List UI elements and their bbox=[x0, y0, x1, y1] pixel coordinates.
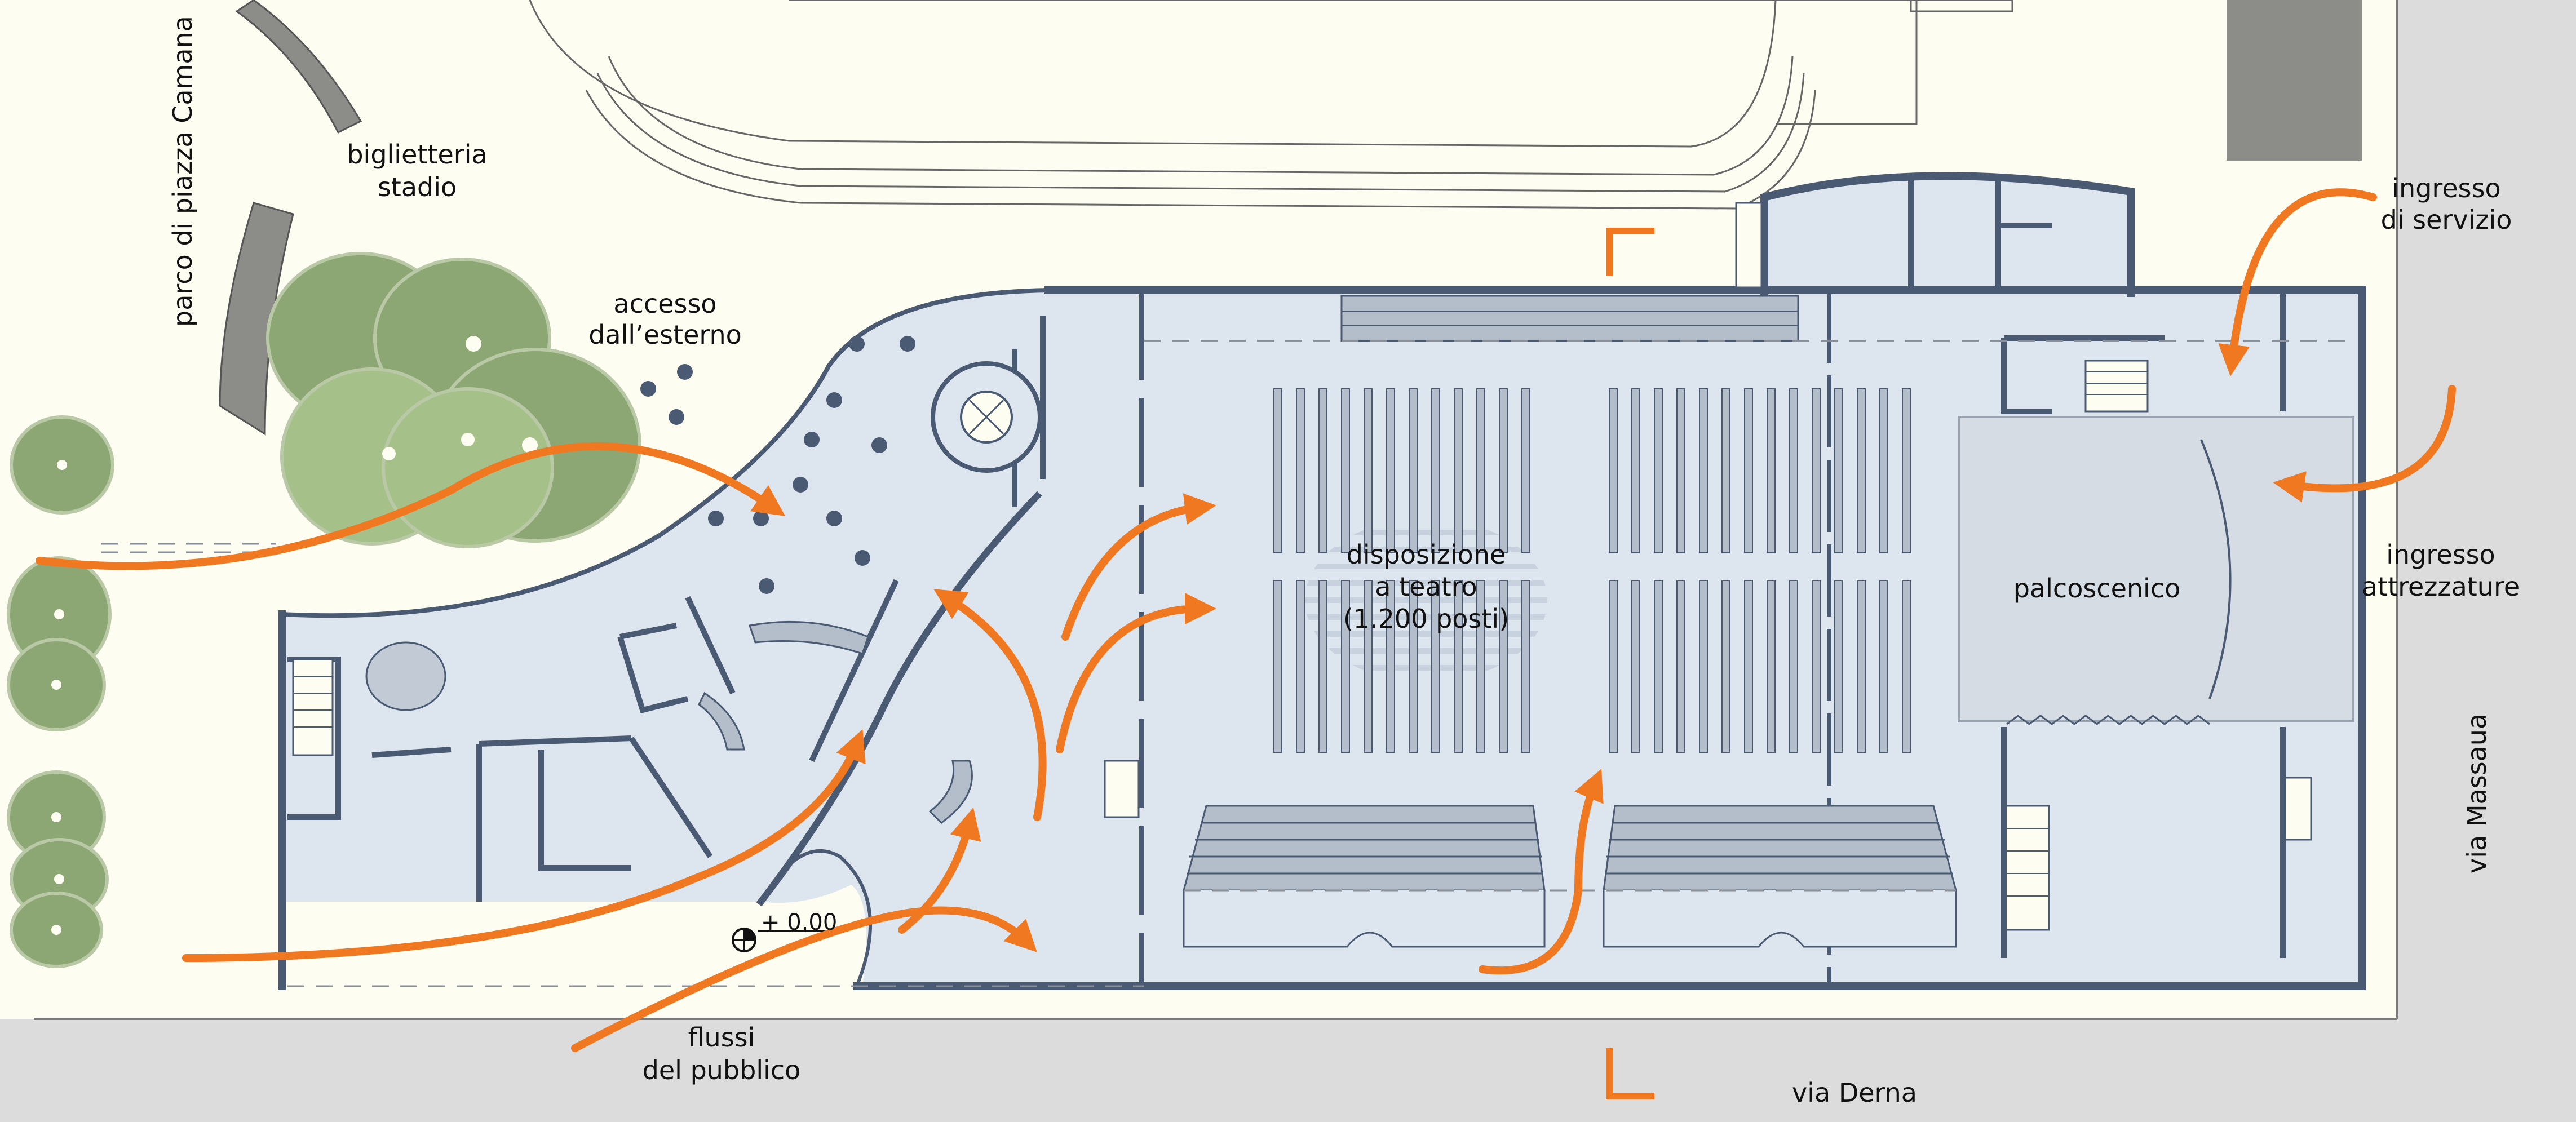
tree-trunks bbox=[51, 336, 538, 935]
stadium-grey-block bbox=[2227, 0, 2362, 161]
service-partitions bbox=[1908, 175, 2286, 958]
label-disposizione-1: disposizione bbox=[1347, 539, 1506, 570]
label-ingresso-servizio-2: di servizio bbox=[2381, 205, 2512, 235]
label-flussi-2: del pubblico bbox=[643, 1055, 801, 1085]
level-marker bbox=[732, 928, 834, 952]
walls bbox=[278, 172, 2366, 990]
upper-seating bbox=[1340, 295, 1799, 342]
stair-treads bbox=[293, 371, 2148, 897]
lower-seating-left bbox=[1183, 805, 1546, 948]
foyer-bench-2 bbox=[698, 691, 745, 751]
street-via-derna bbox=[0, 1019, 2576, 1122]
foyer-bench-1 bbox=[749, 620, 869, 655]
label-via-derna: via Derna bbox=[1792, 1077, 1917, 1108]
label-accesso-2: dall’esterno bbox=[588, 320, 742, 350]
foyer-floor bbox=[282, 290, 1141, 986]
label-quota: + 0.00 bbox=[761, 910, 837, 935]
label-disposizione-3: (1.200 posti) bbox=[1343, 604, 1509, 634]
seat-rows-left-top bbox=[1273, 388, 1530, 553]
label-flussi-1: flussi bbox=[688, 1022, 755, 1053]
stadium-curve-upper bbox=[235, 0, 362, 134]
seat-rows-left-bottom bbox=[1273, 580, 1530, 753]
stage-curtain bbox=[2006, 715, 2210, 725]
label-disposizione-2: a teatro bbox=[1375, 571, 1477, 602]
street-via-massaua bbox=[2397, 0, 2576, 1122]
stadium-curve-lower bbox=[219, 202, 294, 436]
stairs bbox=[292, 202, 2312, 931]
label-biglietteria-2: stadio bbox=[378, 172, 457, 202]
stage-proscenium-curve bbox=[2200, 439, 2232, 699]
foyer-oval-table bbox=[365, 641, 446, 711]
label-parco: parco di piazza Camana bbox=[167, 16, 198, 327]
section-marker-top bbox=[1606, 228, 1654, 276]
label-ingresso-attrezzature-2: attrezzature bbox=[2362, 571, 2520, 602]
stage-area bbox=[1958, 416, 2354, 722]
trees bbox=[7, 252, 641, 968]
foyer-bench-3 bbox=[928, 760, 973, 824]
seat-rows-right-top bbox=[1609, 388, 1911, 553]
stadium-stands bbox=[529, 0, 2013, 210]
label-palcoscenico: palcoscenico bbox=[2013, 573, 2181, 604]
flow-arrows bbox=[36, 188, 2456, 1052]
label-accesso-1: accesso bbox=[613, 289, 716, 319]
section-marker-bottom bbox=[1606, 1048, 1654, 1099]
label-ingresso-attrezzature-1: ingresso bbox=[2386, 539, 2495, 570]
service-wing-top-floor bbox=[1764, 176, 2131, 290]
spiral-stair bbox=[931, 361, 1042, 473]
lower-seating-right bbox=[1603, 805, 1957, 948]
seat-rows-right-bottom bbox=[1609, 580, 1911, 753]
label-ingresso-servizio-1: ingresso bbox=[2392, 173, 2500, 203]
label-via-massaua: via Massaua bbox=[2462, 713, 2492, 873]
label-biglietteria-1: biglietteria bbox=[347, 139, 487, 170]
